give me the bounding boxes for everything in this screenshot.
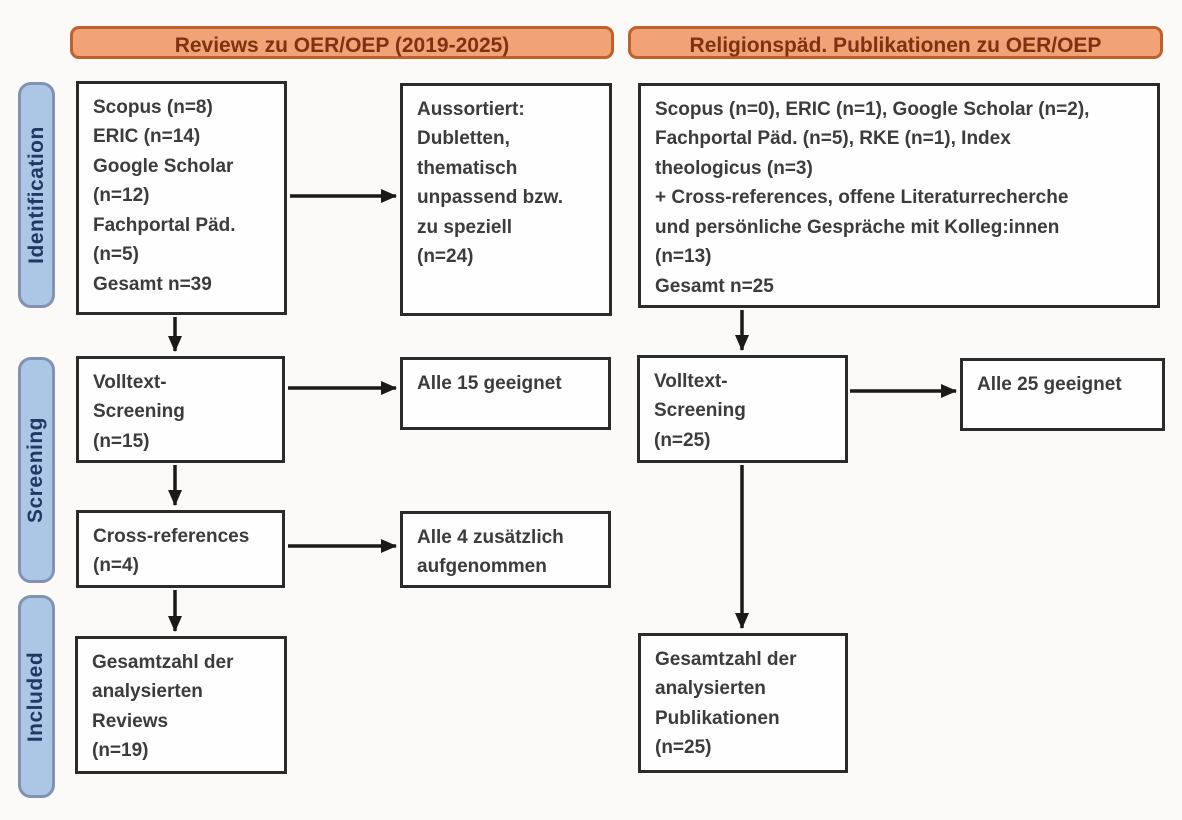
column-header-religionspaed: Religionspäd. Publikationen zu OER/OEP — [628, 26, 1163, 59]
column-header-reviews: Reviews zu OER/OEP (2019-2025) — [70, 26, 614, 59]
stage-label-included-text: Included — [24, 651, 48, 742]
stage-label-included: Included — [18, 595, 55, 798]
box-left-cross-references-result: Alle 4 zusätzlich aufgenommen — [400, 511, 611, 588]
stage-label-identification-text: Identification — [24, 126, 48, 264]
box-right-fulltext-result: Alle 25 geeignet — [960, 358, 1165, 431]
box-right-identification-sources: Scopus (n=0), ERIC (n=1), Google Scholar… — [638, 83, 1160, 308]
box-right-fulltext-screening: Volltext- Screening (n=25) — [637, 355, 848, 463]
box-left-fulltext-result: Alle 15 geeignet — [400, 357, 611, 430]
stage-label-screening-text: Screening — [24, 416, 48, 524]
stage-label-identification: Identification — [18, 82, 55, 308]
box-left-identification-sources: Scopus (n=8) ERIC (n=14) Google Scholar … — [76, 81, 287, 315]
box-left-cross-references: Cross-references (n=4) — [76, 510, 285, 588]
box-left-excluded: Aussortiert: Dubletten, thematisch unpas… — [400, 83, 612, 316]
box-left-fulltext-screening: Volltext- Screening (n=15) — [76, 356, 285, 463]
box-right-included-total: Gesamtzahl der analysierten Publikatione… — [638, 633, 848, 773]
box-left-included-total: Gesamtzahl der analysierten Reviews (n=1… — [75, 636, 287, 774]
stage-label-screening: Screening — [18, 357, 55, 583]
